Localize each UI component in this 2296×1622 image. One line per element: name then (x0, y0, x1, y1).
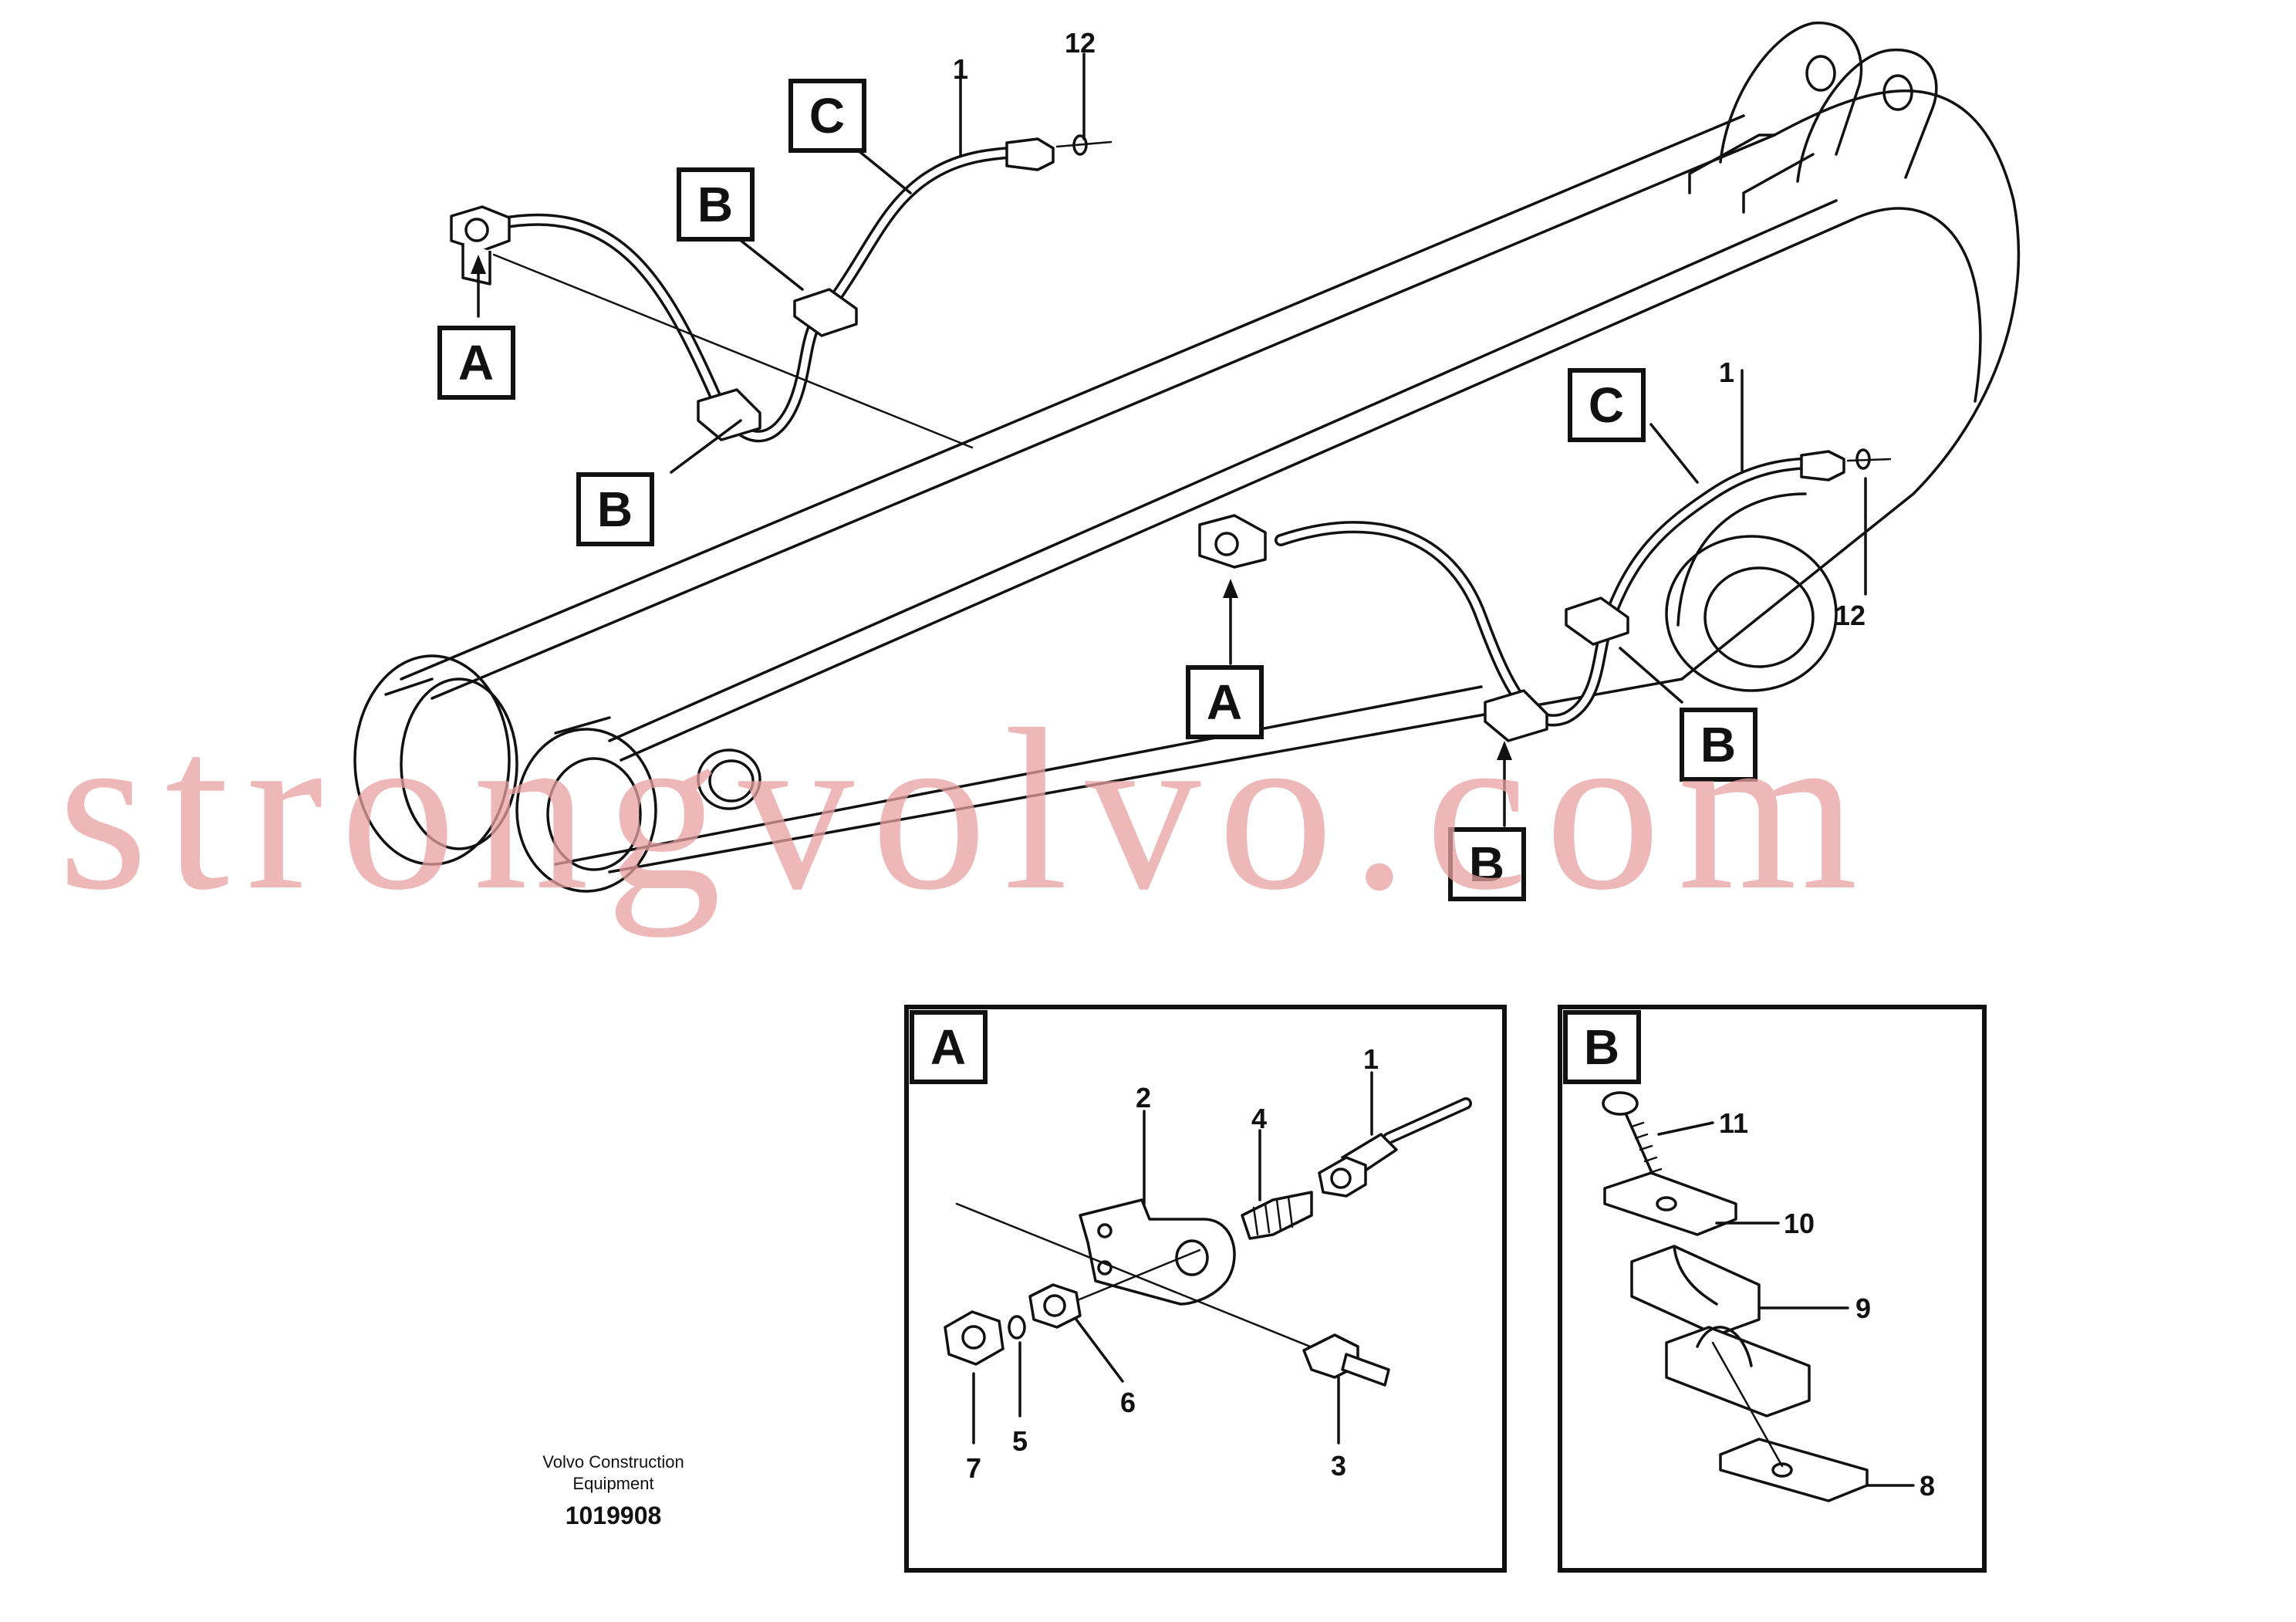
part-number-1-right: 1 (1719, 357, 1734, 388)
callout-b-left-upper: B (677, 167, 755, 242)
company-name-line2: Equipment (572, 1474, 653, 1493)
boom-arm (353, 22, 2021, 893)
drawing-number: 1019908 (566, 1502, 662, 1529)
detail-b-part-number-8: 8 (1920, 1470, 1935, 1502)
part-number-1-left: 1 (953, 53, 968, 85)
detail-b-part-number-11: 11 (1719, 1107, 1748, 1139)
detail-b-part-number-9: 9 (1855, 1293, 1871, 1324)
svg-text:C: C (1589, 377, 1624, 433)
callout-b-left-lower: B (576, 472, 654, 546)
company-name-line1: Volvo Construction (542, 1452, 684, 1472)
svg-text:A: A (1207, 674, 1242, 730)
svg-text:B: B (697, 177, 733, 232)
detail-a-part-number-5: 5 (1012, 1425, 1028, 1457)
callout-a-right: A (1186, 665, 1264, 739)
left-hose-assembly (450, 134, 1113, 449)
part-number-12-right: 12 (1835, 600, 1866, 631)
svg-text:A: A (458, 335, 494, 390)
detail-a-part-number-4: 4 (1251, 1103, 1267, 1134)
detail-b-part-number-10: 10 (1784, 1208, 1815, 1239)
part-number-12-left: 12 (1065, 27, 1096, 59)
detail-a-panel: A 2 4 1 7 (904, 1005, 1507, 1573)
svg-text:C: C (809, 88, 845, 144)
callout-c-left: C (788, 79, 866, 153)
svg-text:B: B (1469, 836, 1504, 892)
svg-text:B: B (597, 482, 633, 537)
svg-text:B: B (1700, 717, 1736, 772)
svg-text:B: B (1584, 1019, 1619, 1075)
right-hose-assembly (1198, 448, 1892, 742)
callout-b-right-lower: B (1448, 827, 1526, 901)
detail-b-panel: B 11 10 9 8 (1558, 1005, 1987, 1573)
svg-text:A: A (930, 1019, 966, 1075)
callout-leaders (471, 52, 1867, 827)
detail-a-part-number-3: 3 (1331, 1450, 1346, 1482)
watermark-text: strongvolvo.com (58, 681, 1875, 938)
detail-a-part-number-2: 2 (1136, 1082, 1151, 1113)
detail-a-part-number-7: 7 (966, 1452, 981, 1484)
caption-block: Volvo Construction Equipment 1019908 (542, 1452, 684, 1529)
detail-a-part-number-1: 1 (1363, 1043, 1379, 1075)
callout-c-right: C (1568, 368, 1646, 442)
callout-b-right-upper: B (1680, 708, 1757, 782)
callout-a-left: A (437, 326, 515, 400)
detail-a-part-number-6: 6 (1120, 1387, 1136, 1418)
